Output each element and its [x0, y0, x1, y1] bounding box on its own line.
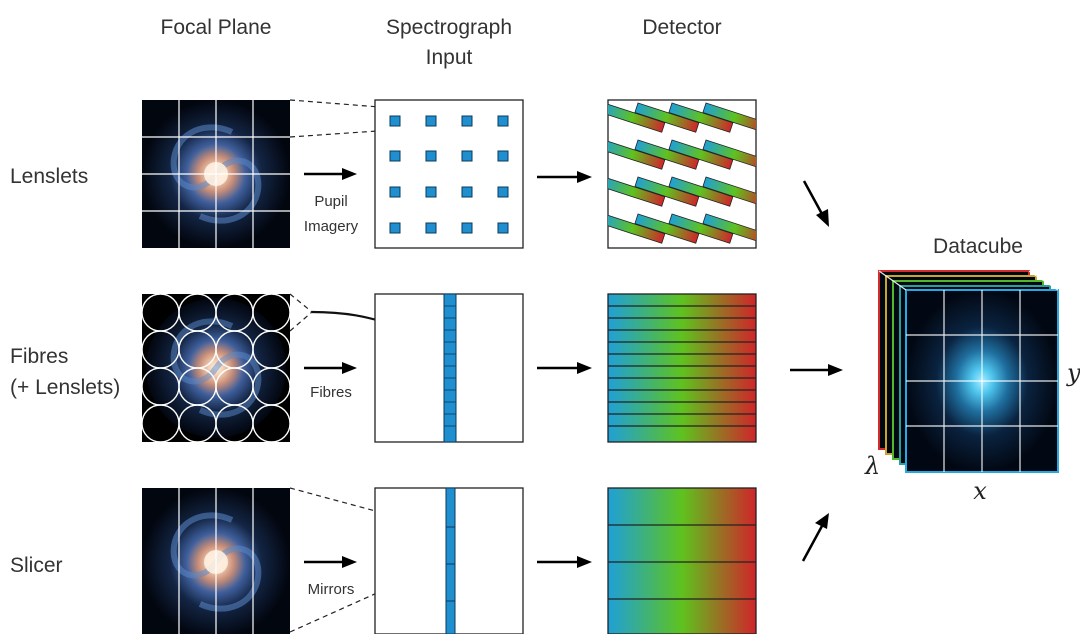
datacube-lambda-axis-label: λ [864, 452, 880, 480]
slicer-to-datacube-arrow [801, 513, 829, 562]
lenslets-to-detector-arrow [537, 171, 592, 183]
pupil-imagery-label-2: Imagery [304, 218, 359, 235]
pupil-imagery-label-1: Pupil [314, 193, 347, 210]
lenslets-grid [142, 100, 290, 248]
lenslets-to-datacube-arrow [802, 180, 829, 227]
row-label-fibres: Fibres [10, 345, 68, 368]
slicer-pseudo-slit [445, 487, 456, 634]
header-focal-plane: Focal Plane [161, 16, 272, 39]
fibres-to-datacube-arrow [790, 364, 843, 376]
fibres-to-detector-arrow [537, 362, 592, 374]
mirrors-arrow-label: Mirrors [308, 581, 355, 598]
datacube-x-axis-label: x [973, 477, 987, 505]
lenslets-detector-spectra [608, 102, 756, 244]
header-spectrograph-line2: Input [426, 46, 473, 69]
datacube-y-axis-label: y [1066, 359, 1080, 387]
mirrors-arrow: Mirrors [304, 556, 357, 598]
slicer-slices [178, 488, 254, 634]
fibres-detector [607, 293, 757, 443]
row-label-slicer: Slicer [10, 554, 63, 577]
row-label-lenslets: Lenslets [10, 165, 88, 188]
fibres-zoom-lines [289, 293, 313, 332]
fibre-circles [141, 293, 291, 443]
lenslet-pupil-spots [389, 115, 509, 234]
slicer-detector [607, 487, 757, 634]
row-label-fibres-sub: (+ Lenslets) [10, 376, 120, 399]
datacube [878, 270, 1059, 473]
fibre-pseudo-slit [443, 293, 457, 443]
datacube-title: Datacube [933, 235, 1023, 258]
fibres-arrow: Fibres [304, 362, 357, 401]
header-detector: Detector [642, 16, 721, 39]
header-spectrograph-line1: Spectrograph [386, 16, 512, 39]
fibres-focal-plane-image [142, 294, 290, 442]
slicer-zoom-lines [289, 487, 447, 633]
fibres-arrow-label: Fibres [310, 384, 352, 401]
slicer-to-detector-arrow [537, 556, 592, 568]
pupil-imagery-arrow: Pupil Imagery [304, 168, 359, 235]
